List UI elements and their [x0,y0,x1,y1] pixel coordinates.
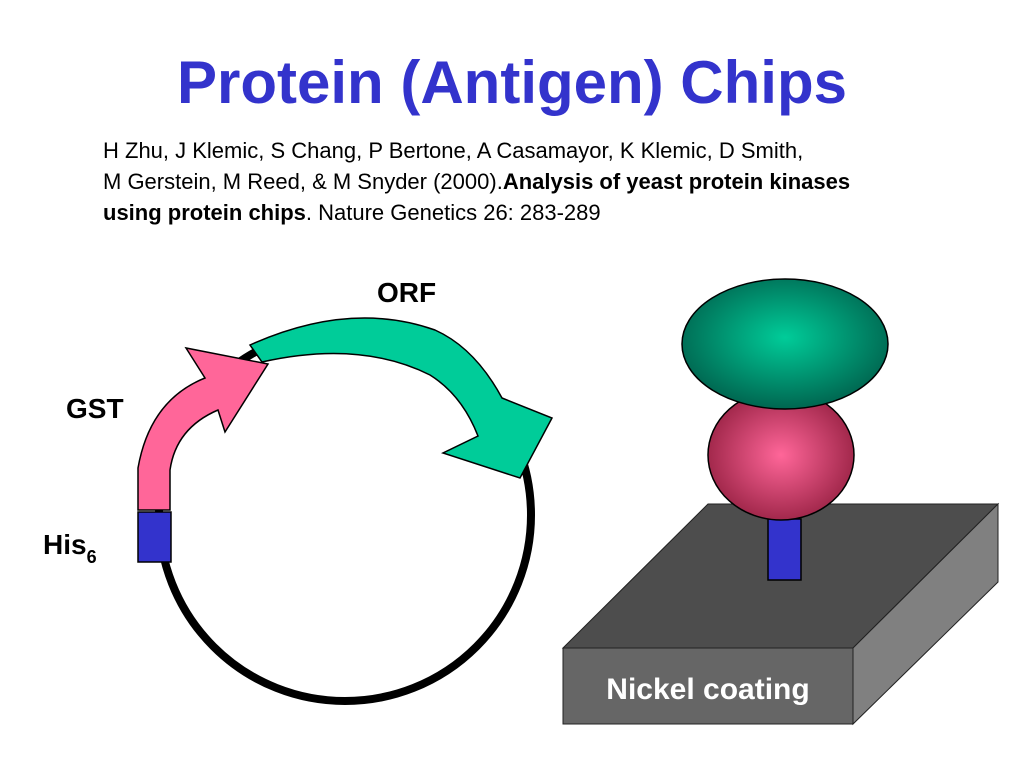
citation-authors-line1: H Zhu, J Klemic, S Chang, P Bertone, A C… [103,138,804,163]
orf-protein-ellipse [681,278,889,410]
orf-arrow [248,317,554,479]
protein-chip: Nickel coating [561,278,1000,726]
citation-journal: . Nature Genetics 26: 283-289 [305,200,601,225]
chip-front-face [562,647,854,725]
citation-article-title-part2: using protein chips [103,200,306,225]
citation: H Zhu, J Klemic, S Chang, P Bertone, A C… [103,135,1003,228]
plasmid [137,317,554,705]
gst-arrow [137,346,270,511]
citation-authors-line2: M Gerstein, M Reed, & M Snyder (2000). [103,169,503,194]
chip-his-tag [767,518,802,581]
his-label: His6 [43,529,97,567]
his-label-subscript: 6 [87,547,97,567]
citation-article-title-part1: Analysis of yeast protein kinases [502,169,851,194]
his-label-base: His [43,529,87,560]
his-tag [137,511,172,563]
slide-title: Protein (Antigen) Chips [177,49,847,116]
nickel-coating-label: Nickel coating [606,673,809,706]
orf-label: ORF [377,277,436,308]
gst-label: GST [66,393,124,424]
